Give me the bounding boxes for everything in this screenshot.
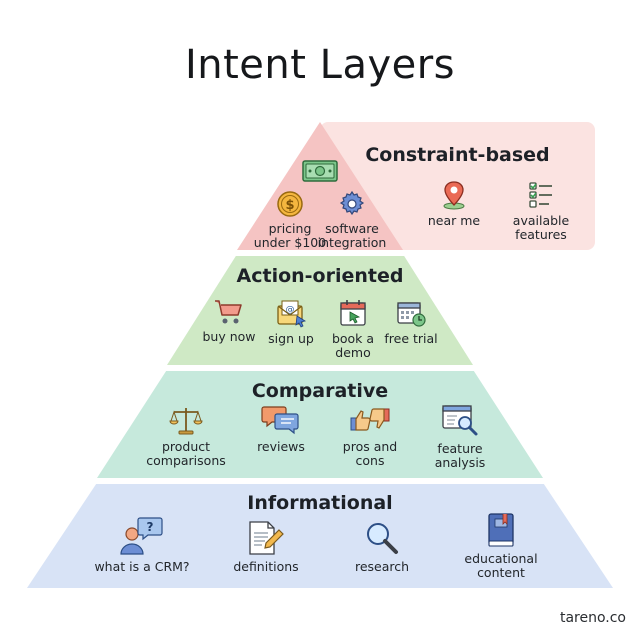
item-product-comparisons: product comparisons — [136, 404, 236, 468]
item-what-is-a-crm: ? what is a CRM? — [92, 516, 192, 574]
item-label: book a demo — [331, 331, 375, 360]
item-book-a-demo: book a demo — [303, 298, 403, 360]
dollar-coin-icon: $ — [277, 191, 303, 217]
item-label: reviews — [257, 439, 305, 454]
gear-icon — [339, 190, 365, 216]
svg-text:?: ? — [147, 520, 154, 534]
layer-title-informational: Informational — [247, 492, 393, 514]
item-label: available features — [512, 213, 570, 242]
calendar-clock-icon — [397, 302, 426, 327]
layer-informational — [27, 484, 613, 588]
shopping-cart-icon — [215, 300, 242, 324]
item-label: pros and cons — [342, 439, 398, 468]
item-label: sign up — [268, 331, 314, 346]
item-near-me: near me — [404, 180, 504, 228]
item-label: research — [354, 559, 410, 574]
item-label: feature analysis — [434, 441, 486, 470]
checklist-icon — [529, 182, 552, 208]
item-pros-and-cons: pros and cons — [320, 404, 420, 468]
item-educational-content: educational content — [451, 512, 551, 580]
svg-text:@: @ — [286, 305, 295, 315]
document-pen-icon — [249, 521, 284, 555]
book-icon — [488, 513, 514, 547]
map-pin-icon — [443, 181, 465, 210]
layer-title-action: Action-oriented — [236, 265, 404, 287]
item-software-integration: software integration — [302, 190, 402, 250]
diagram-title: Intent Layers — [184, 42, 456, 88]
item-pricing-under-100: $ pricing under $100 — [240, 190, 340, 250]
item-label: near me — [427, 213, 481, 228]
layer-title-comparative: Comparative — [251, 380, 389, 402]
item-label: buy now — [202, 329, 256, 344]
item-label: product comparisons — [146, 439, 226, 468]
item-research: research — [332, 520, 432, 574]
money-bill-icon — [302, 160, 338, 182]
item-free-trial: free trial — [361, 298, 461, 346]
item-label: definitions — [233, 559, 299, 574]
browser-magnifier-icon — [442, 405, 478, 436]
item-label: free trial — [384, 331, 438, 346]
svg-text:$: $ — [285, 198, 294, 213]
brand-watermark: tareno.co — [559, 610, 626, 626]
chat-bubbles-icon — [261, 406, 299, 435]
magnifier-icon — [367, 523, 398, 554]
item-buy-now: buy now — [179, 298, 279, 344]
item-label: what is a CRM? — [94, 559, 190, 574]
item-definitions: definitions — [216, 520, 316, 574]
item-available-features: available features — [491, 180, 591, 242]
item-reviews: reviews — [231, 404, 331, 454]
item-feature-analysis: feature analysis — [410, 404, 510, 470]
item-sign-up: @ sign up — [241, 298, 341, 346]
thumbs-up-down-icon — [350, 408, 390, 431]
person-question-icon: ? — [120, 517, 163, 555]
layer-title-constraint: Constraint-based — [365, 144, 550, 166]
calendar-click-icon — [340, 300, 366, 326]
item-label: pricing under $100 — [253, 221, 327, 250]
balance-scale-icon — [169, 408, 203, 435]
email-signup-icon: @ — [277, 300, 307, 328]
item-label: software integration — [317, 221, 387, 250]
item-label: educational content — [464, 551, 538, 580]
